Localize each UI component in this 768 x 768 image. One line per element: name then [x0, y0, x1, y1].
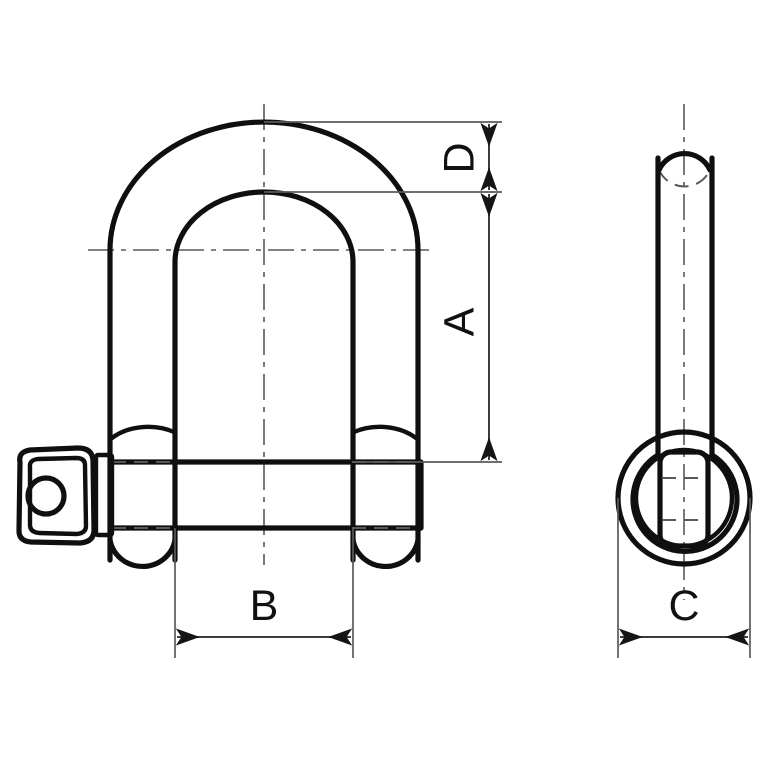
pin-right-end-cap: [415, 459, 424, 531]
dim-b-label: B: [250, 582, 279, 630]
side-top-head-hidden-arc: [658, 169, 711, 188]
front-view-group: D A B: [16, 104, 502, 658]
dim-d-label: D: [435, 142, 483, 173]
left-leg-bottom-cap: [107, 537, 178, 570]
right-leg-bottom-cap: [350, 537, 421, 570]
screw-pin-head-inner: [27, 455, 89, 537]
screw-pin-head-hole: [25, 475, 67, 517]
screw-pin-head-outer: [16, 445, 97, 546]
right-leg-chamfer-arc: [351, 424, 419, 441]
side-view-group: C: [615, 104, 753, 658]
left-leg-chamfer-arc: [109, 424, 177, 441]
dim-a-label: A: [435, 307, 483, 336]
side-top-head-arc: [656, 151, 713, 173]
dim-c-label: C: [668, 582, 699, 630]
side-body-outline: [630, 155, 740, 554]
side-pin-end: [657, 449, 711, 549]
